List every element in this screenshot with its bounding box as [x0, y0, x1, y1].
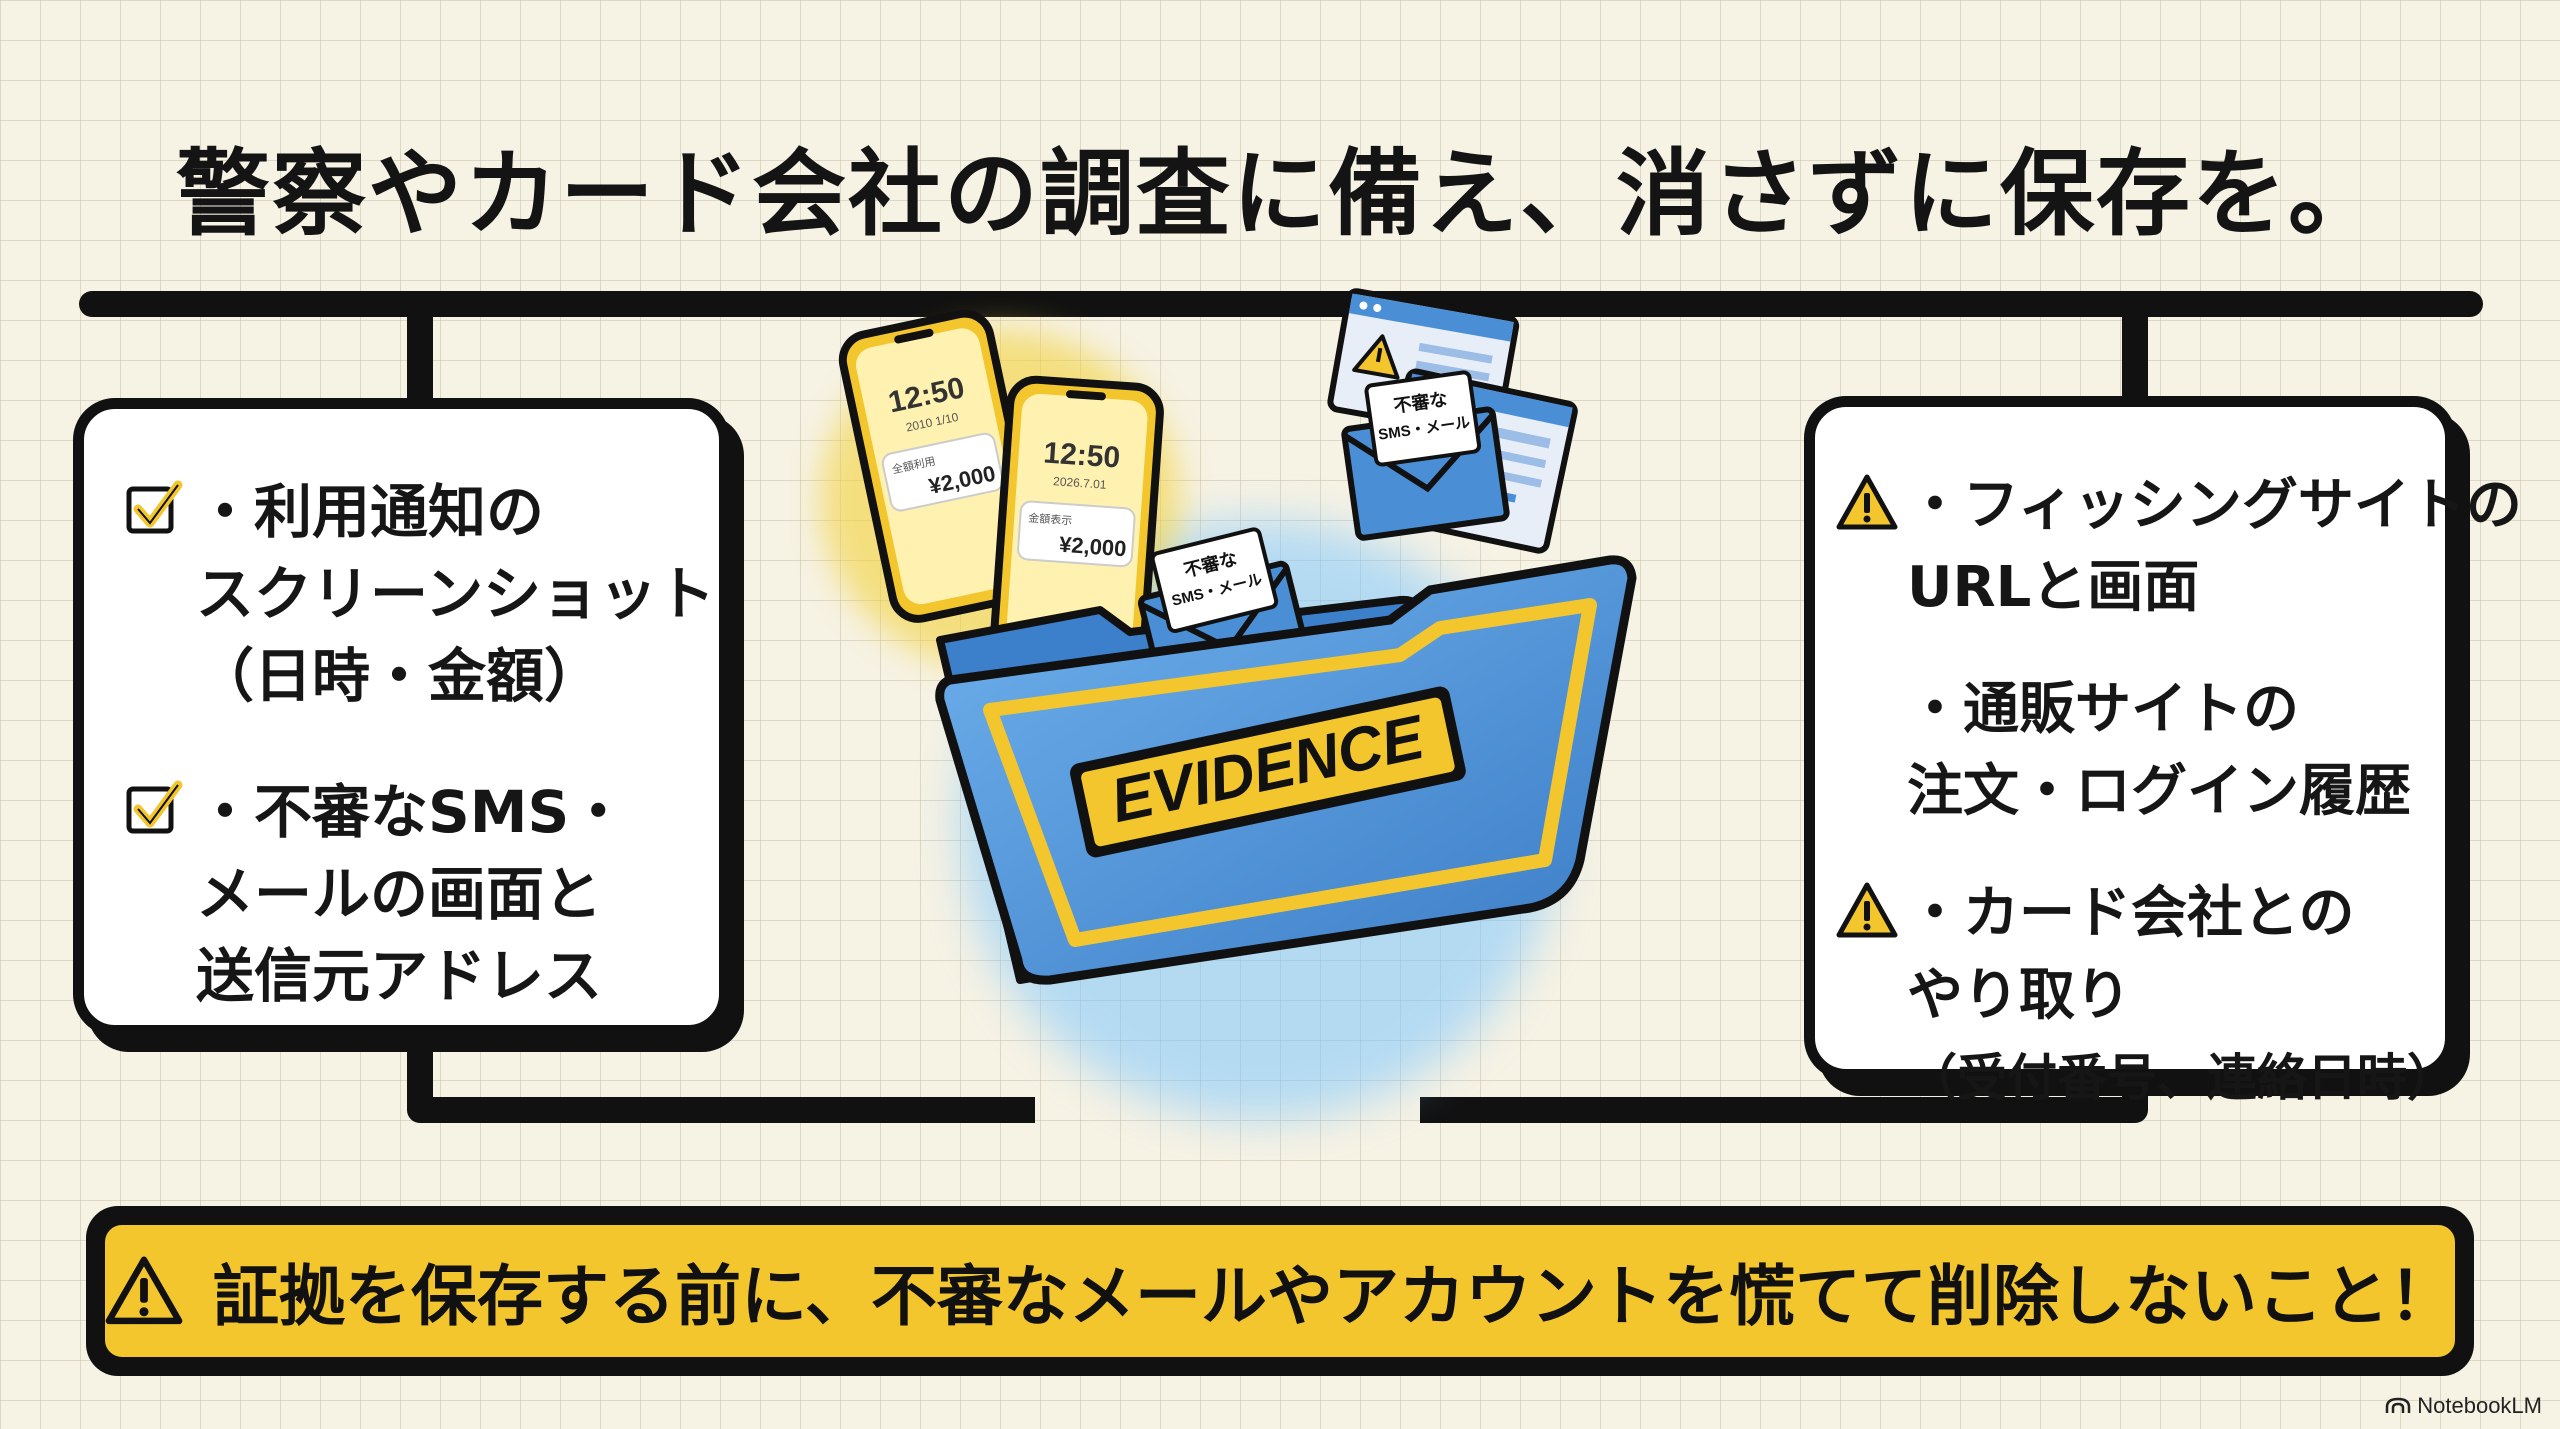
phone-2-icon: 12:50 2026.7.01 金額表示 ¥2,000: [989, 375, 1164, 681]
list-item: ・利用通知の スクリーンショット （日時・金額）: [124, 471, 715, 717]
banner-text: 証拠を保存する前に、不審なメールやアカウントを慌てて削除しないこと！: [212, 1258, 2455, 1335]
checkbox-icon: [126, 480, 183, 534]
brand-name: NotebookLM: [2417, 1393, 2542, 1418]
right-evidence-card: ・フィッシングサイトの URLと画面 ・通販サイトの 注文・ログイン履歴 ・カー…: [1804, 396, 2522, 1107]
item-line: ・フィッシングサイトの: [1907, 473, 2522, 538]
item-line: 注文・ログイン履歴: [1907, 759, 2411, 824]
phone-2-date: 2026.7.01: [1053, 474, 1108, 492]
item-line: （受付番号、連絡日時）: [1907, 1049, 2457, 1107]
item-line: 送信元アドレス: [196, 942, 603, 1010]
phone-2-label: 金額表示: [1028, 510, 1073, 527]
item-line: （日時・金額）: [196, 642, 603, 710]
item-line: ・カード会社との: [1907, 881, 2355, 946]
phone-2-time: 12:50: [1042, 436, 1121, 474]
item-line: スクリーンショット: [196, 560, 716, 628]
phone-2-amount: ¥2,000: [1058, 532, 1127, 562]
checkbox-icon: [126, 780, 183, 834]
warning-banner: 証拠を保存する前に、不審なメールやアカウントを慌てて削除しないこと！: [86, 1206, 2474, 1376]
envelope-icon: 不審な SMS・メール: [1341, 370, 1510, 541]
page-title: 警察やカード会社の調査に備え、消さずに保存を。: [175, 140, 2384, 249]
warning-icon: [105, 1256, 183, 1325]
left-evidence-card: ・利用通知の スクリーンショット （日時・金額） ・不審なSMS・ メールの画面…: [73, 398, 730, 1036]
warning-icon: [1836, 882, 1898, 938]
list-item: ・カード会社との やり取り （受付番号、連絡日時）: [1835, 873, 2457, 1119]
item-line: ・利用通知の: [196, 478, 545, 546]
evidence-illustration: 12:50 2010 1/10 全額利用 ¥2,000 12:50 2026.7…: [820, 288, 1637, 1120]
item-line: ・不審なSMS・: [196, 778, 628, 846]
item-line: やり取り: [1907, 963, 2131, 1028]
item-line: URLと画面: [1907, 555, 2200, 620]
warning-icon: [1836, 474, 1898, 530]
folder-icon: 不審な SMS・メール EVIDENCE: [935, 527, 1637, 985]
list-item: ・フィッシングサイトの URLと画面: [1835, 465, 2522, 629]
list-item: ・通販サイトの 注文・ログイン履歴: [1835, 669, 2425, 833]
notebooklm-logo-icon: [2386, 1397, 2411, 1413]
list-item: ・不審なSMS・ メールの画面と 送信元アドレス: [124, 771, 689, 1017]
item-line: メールの画面と: [196, 860, 603, 928]
brand-watermark: NotebookLM: [2385, 1393, 2542, 1419]
item-line: ・通販サイトの: [1907, 677, 2299, 742]
